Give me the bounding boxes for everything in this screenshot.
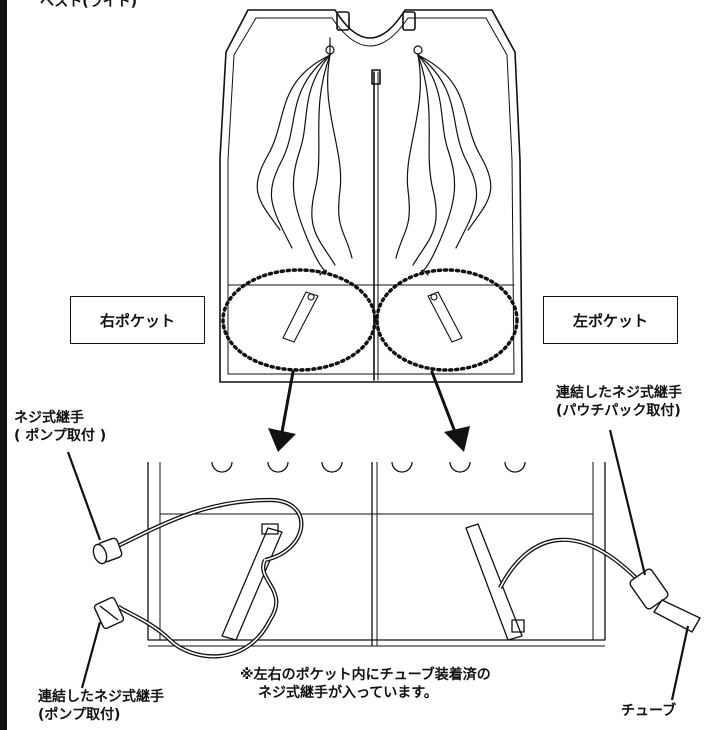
highlight-ellipse-right-pocket bbox=[221, 268, 377, 372]
tube-label: チューブ bbox=[621, 703, 677, 719]
detail-fitting-right bbox=[221, 523, 283, 641]
screw-fitting-pump-label: ネジ式継手 ( ポンプ取付 ) bbox=[14, 410, 107, 444]
arrow-left-pocket bbox=[430, 370, 457, 434]
arrow-head-right bbox=[268, 428, 296, 452]
screw-fitting-pump-icon bbox=[92, 537, 123, 565]
cooling-tube-pattern-right bbox=[395, 45, 492, 276]
left-edge-bar bbox=[0, 0, 7, 730]
arrow-head-left bbox=[444, 426, 470, 452]
vest-outline bbox=[219, 9, 523, 383]
connected-fitting-pump-icon bbox=[93, 596, 125, 630]
connected-fitting-pouch-icon bbox=[629, 568, 701, 633]
connected-fitting-pump-label: 連結したネジ式継手 (ポンプ取付) bbox=[38, 689, 164, 723]
scallops-left bbox=[211, 461, 343, 473]
collar-tab-right bbox=[402, 11, 416, 31]
arrow-right-pocket bbox=[280, 370, 295, 434]
leader-connected-fitting-pouch bbox=[608, 429, 647, 576]
pocket-fitting-right-small bbox=[282, 291, 319, 343]
right-pocket-label-box: 右ポケット bbox=[70, 296, 205, 344]
cut-off-title: ベスト(ライト) bbox=[40, 0, 138, 10]
collar-tab-left bbox=[336, 11, 350, 31]
pocket-fitting-left-small bbox=[427, 291, 463, 343]
zipper-pull bbox=[371, 69, 381, 85]
connected-fitting-pouch-label: 連結したネジ式継手 (パウチパック取付) bbox=[556, 385, 682, 419]
highlight-ellipse-left-pocket bbox=[375, 268, 519, 372]
right-pocket-label: 右ポケット bbox=[99, 311, 175, 330]
leader-screw-fitting-pump bbox=[66, 451, 102, 541]
note-text: ※左右のポケット内にチューブ装着済の ネジ式継手が入っています。 bbox=[240, 667, 491, 701]
cooling-tube-pattern-left bbox=[256, 37, 353, 276]
leader-tube bbox=[670, 625, 690, 701]
leader-connected-fitting-pump bbox=[80, 621, 102, 689]
tube-to-pouch bbox=[498, 537, 642, 589]
left-pocket-label-box: 左ポケット bbox=[543, 296, 678, 344]
vest-inner-seam bbox=[227, 17, 515, 375]
scallops-right bbox=[391, 461, 526, 473]
left-pocket-label: 左ポケット bbox=[572, 311, 648, 330]
detail-fitting-left bbox=[465, 523, 525, 641]
